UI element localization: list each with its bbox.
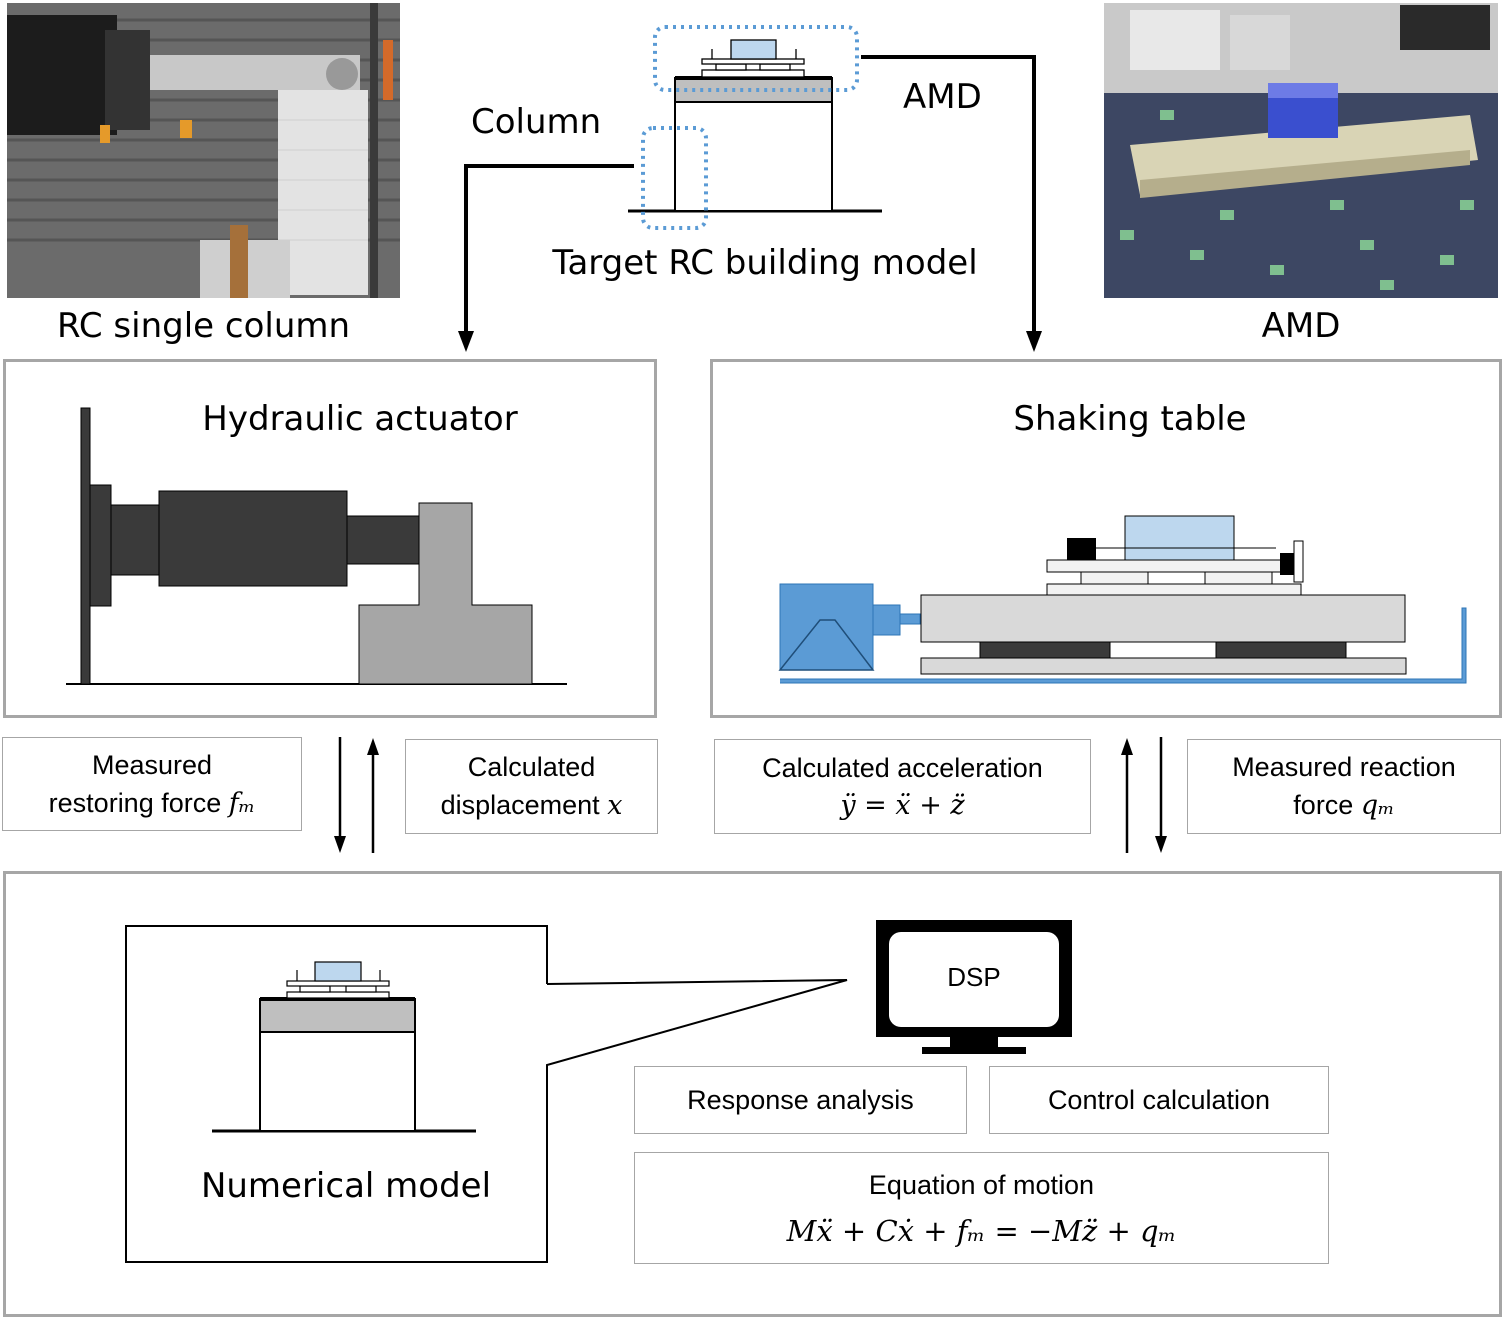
hydraulic-actuator-title: Hydraulic actuator xyxy=(202,399,518,439)
calc-disp-line2-row: displacement x xyxy=(441,786,623,825)
amd-highlight xyxy=(653,25,859,92)
up-arrow-displacement xyxy=(367,738,379,853)
down-arrow-force xyxy=(334,737,346,853)
calc-disp-line2: displacement xyxy=(440,790,600,820)
specimen-block xyxy=(358,502,533,685)
response-analysis-label: Response analysis xyxy=(687,1085,914,1115)
amd-caption: AMD xyxy=(1261,306,1341,346)
calculated-displacement-box: Calculated displacement x xyxy=(405,739,658,834)
measured-force-line2-row: restoring force fₘ xyxy=(49,784,256,823)
amd-mass xyxy=(1124,515,1235,561)
calc-disp-line1: Calculated xyxy=(467,752,596,782)
target-model-title: Target RC building model xyxy=(552,243,978,283)
actuator-cylinder xyxy=(158,490,348,587)
calculated-acceleration-box: Calculated acceleration ÿ = ẍ + z̈ xyxy=(714,739,1091,834)
measured-reaction-symbol: qₘ xyxy=(1360,790,1395,821)
column-connector-line xyxy=(464,164,634,333)
equation-of-motion-box: Equation of motion Mẍ + Cẋ + fₘ = −Mz̈ +… xyxy=(634,1152,1329,1264)
calc-acc-equation: ÿ = ẍ + z̈ xyxy=(840,789,965,821)
measured-reaction-line2: force xyxy=(1293,790,1354,820)
calc-disp-symbol: x xyxy=(607,790,623,821)
column-highlight xyxy=(641,126,708,230)
measured-reaction-line1: Measured reaction xyxy=(1232,752,1456,782)
amd-label: AMD xyxy=(903,77,982,117)
dsp-monitor-icon xyxy=(876,920,1072,1054)
control-calculation-box: Control calculation xyxy=(989,1066,1329,1134)
column-arrow-head xyxy=(458,331,474,352)
column-label: Column xyxy=(471,102,602,142)
numerical-building xyxy=(212,961,476,1133)
measured-reaction-force-box: Measured reaction force qₘ xyxy=(1187,739,1501,834)
eom-title: Equation of motion xyxy=(868,1170,1095,1200)
rc-column-photo xyxy=(7,3,400,298)
numerical-model-label: Numerical model xyxy=(200,1166,492,1206)
control-calculation-label: Control calculation xyxy=(1047,1085,1271,1115)
down-arrow-reaction xyxy=(1155,737,1167,853)
measured-reaction-line2-row: force qₘ xyxy=(1293,786,1394,825)
calc-acc-line1: Calculated acceleration xyxy=(762,752,1043,783)
amd-connector-line xyxy=(861,55,1036,333)
target-building xyxy=(628,39,882,213)
dsp-label: DSP xyxy=(947,962,1001,992)
measured-force-line2: restoring force xyxy=(48,787,222,818)
measured-force-line1: Measured xyxy=(91,749,213,780)
table-base-rail xyxy=(780,607,1467,684)
amd-photo xyxy=(1104,3,1498,298)
amd-arrow-head xyxy=(1026,331,1042,352)
rc-column-caption: RC single column xyxy=(56,306,351,346)
up-arrow-acceleration xyxy=(1121,738,1133,853)
response-analysis-box: Response analysis xyxy=(634,1066,967,1134)
eom-equation: Mẍ + Cẋ + fₘ = −Mz̈ + qₘ xyxy=(786,1214,1177,1248)
table-platform xyxy=(920,594,1406,643)
shaking-table-title: Shaking table xyxy=(1013,399,1247,439)
measured-restoring-force-box: Measured restoring force fₘ xyxy=(2,737,302,831)
measured-force-symbol: fₘ xyxy=(228,787,256,819)
